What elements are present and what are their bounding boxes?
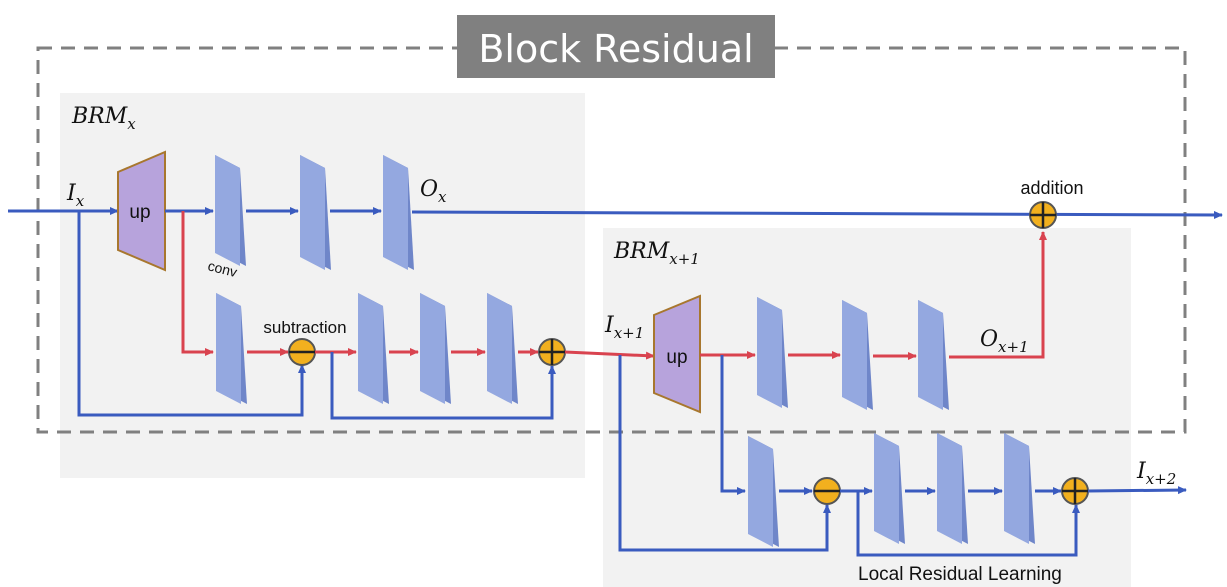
up-label-x: up xyxy=(129,202,150,223)
up-label-x1: up xyxy=(666,347,687,368)
conv-block xyxy=(748,436,779,547)
conv-block xyxy=(757,297,788,408)
addition-operator xyxy=(1029,201,1057,229)
addition-operator xyxy=(538,338,566,366)
subtraction-operator xyxy=(813,477,841,505)
title-box xyxy=(457,15,775,78)
up-block-x xyxy=(117,150,166,272)
ox-label: Ox xyxy=(420,177,447,206)
conv-block xyxy=(420,293,451,404)
ix2-label: Ix+2 xyxy=(1136,459,1176,488)
ox1-to-addition-line xyxy=(949,231,1047,359)
subtraction-operator xyxy=(288,338,316,366)
block-residual-frame xyxy=(36,46,1187,434)
local-skip-line-x1 xyxy=(856,491,1080,557)
blue-branch-x1 xyxy=(720,355,746,495)
conv-block xyxy=(937,433,968,544)
local-skip-line-x xyxy=(330,352,556,420)
conv-block xyxy=(358,293,389,404)
local-residual-label: Local Residual Learning xyxy=(858,564,1062,585)
conv-block xyxy=(383,155,414,270)
conv-block xyxy=(918,300,949,410)
up-block-x1 xyxy=(653,294,701,414)
conv-block xyxy=(842,300,873,410)
subtraction-label: subtraction xyxy=(263,318,346,337)
conv-block xyxy=(215,155,246,266)
ix1-skip-line xyxy=(618,355,831,552)
brm-x-label: BRMx xyxy=(71,104,136,133)
conv-block xyxy=(487,293,518,404)
brm-x1-label: BRMx+1 xyxy=(613,239,700,268)
red-branch-line xyxy=(181,211,214,356)
conv-block xyxy=(874,433,905,544)
addition-label: addition xyxy=(1020,178,1083,198)
conv-block xyxy=(1004,433,1035,544)
ix-skip-line xyxy=(77,211,306,417)
ox-output-line xyxy=(411,210,1223,219)
addition-operator xyxy=(1061,477,1089,505)
ox1-label: Ox+1 xyxy=(980,327,1029,356)
arrow-to-brm-x1 xyxy=(564,350,655,360)
conv-label: conv xyxy=(206,257,239,280)
conv-block xyxy=(300,155,331,270)
ix1-label: Ix+1 xyxy=(604,313,644,342)
title: Block Residual xyxy=(478,27,753,71)
ix-label: Ix xyxy=(66,181,85,210)
ix2-output-line xyxy=(1087,486,1187,495)
conv-block xyxy=(216,293,247,404)
brm-x-module xyxy=(60,93,585,478)
